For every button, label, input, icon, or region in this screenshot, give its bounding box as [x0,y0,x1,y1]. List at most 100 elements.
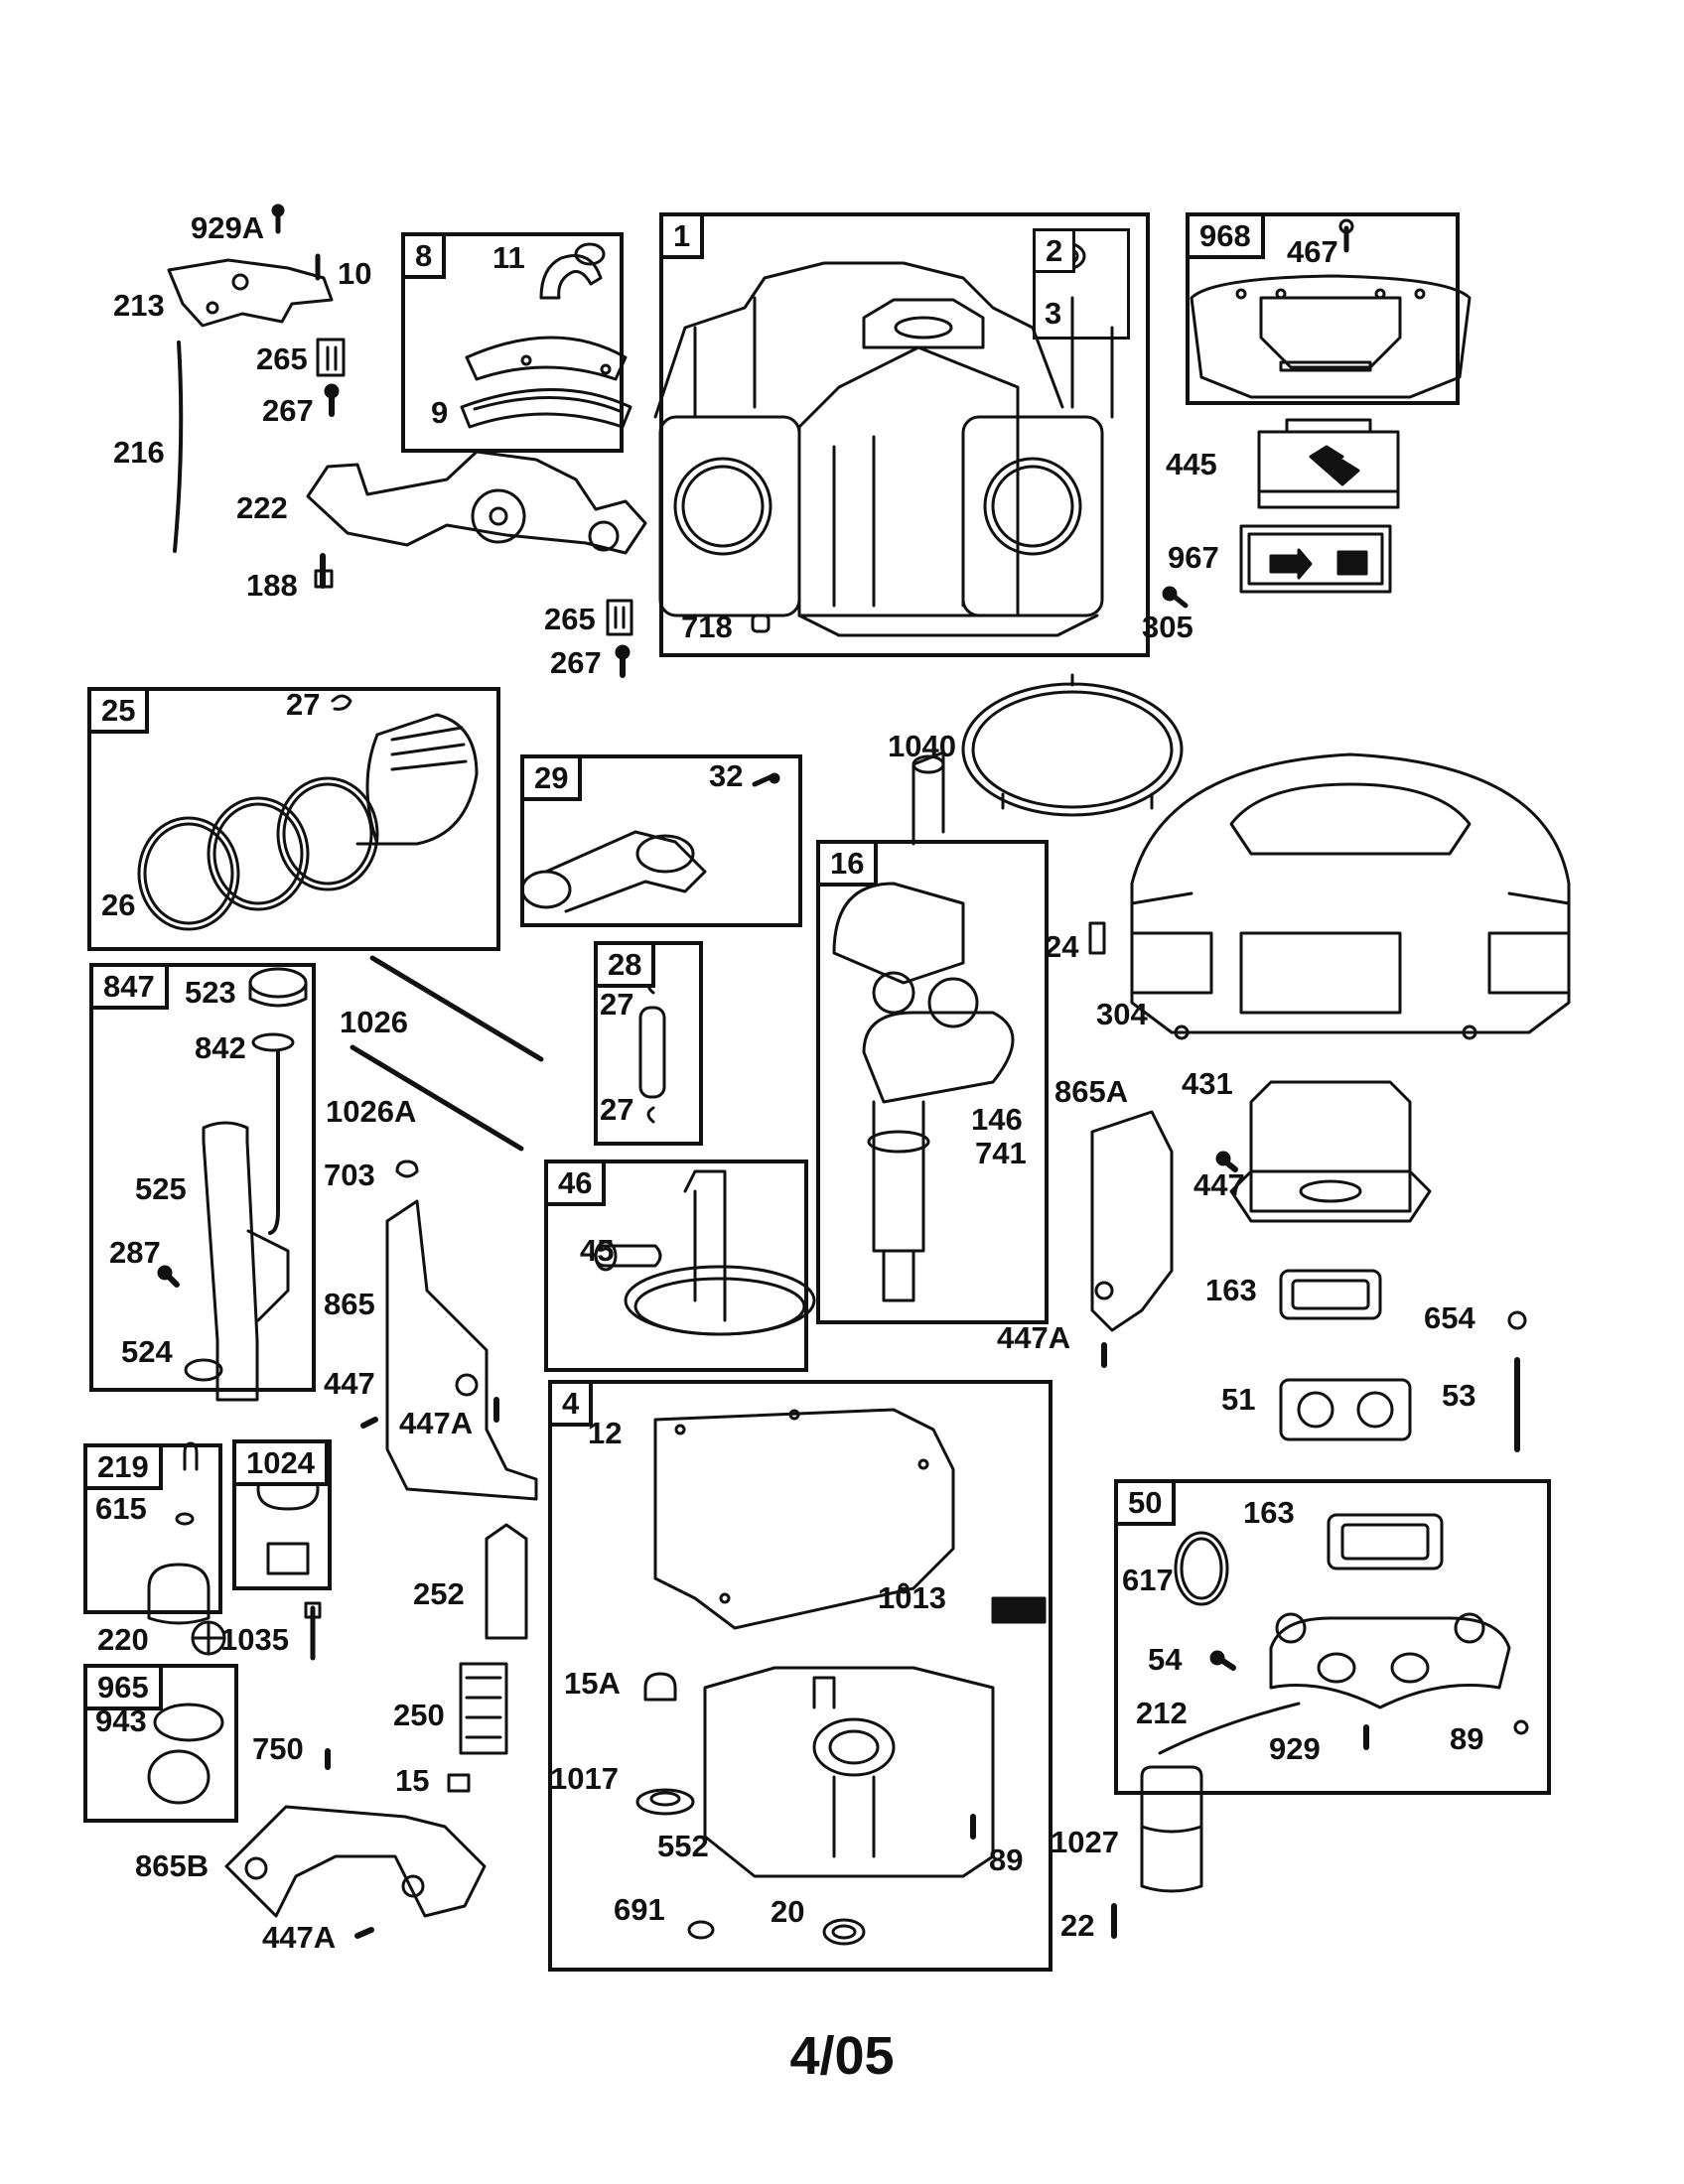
cylinder-baffle-drawing [360,1160,538,1501]
assembly-number: 50 [1118,1483,1177,1526]
callout-741: 741 [975,1136,1027,1170]
callout-447-b: 447 [1193,1167,1245,1202]
callout-163: 163 [1205,1273,1257,1307]
callout-222: 222 [236,490,288,525]
callout-523: 523 [185,975,236,1010]
callout-27-c: 27 [600,1092,634,1127]
callout-304: 304 [1096,997,1148,1031]
callout-22: 22 [1060,1908,1095,1943]
callout-1026A: 1026A [326,1094,417,1129]
callout-89-b: 89 [1450,1721,1484,1756]
piston-rings-drawing [137,694,479,931]
assembly-box-25: 25 [87,687,500,951]
governor-control-bracket-drawing [306,450,647,589]
callout-447: 447 [324,1366,375,1401]
crankcase-cover-drawing [635,1408,1047,1946]
callout-89: 89 [989,1843,1024,1877]
blower-housing-drawing [1130,752,1571,1040]
callout-146: 146 [971,1102,1023,1137]
callout-51: 51 [1221,1382,1256,1417]
callout-615: 615 [95,1491,147,1526]
callout-750: 750 [252,1731,304,1766]
oil-filter-drawing [1111,1765,1203,1939]
intake-manifold-drawing [1158,1513,1529,1755]
assembly-box-1: 1 [659,212,1150,657]
page-footer-date: 4/05 [789,2026,895,2086]
lower-baffle-drawing [224,1805,487,1939]
assembly-box-219: 219 [83,1443,222,1614]
assembly-number: 46 [548,1163,607,1206]
air-cleaner-cover-drawing [1190,218,1472,399]
air-filter-drawing [1162,418,1400,609]
assembly-box-847: 847 [89,963,316,1392]
assembly-box-16: 16 [816,840,1049,1324]
callout-26: 26 [101,887,136,922]
assembly-box-50: 50 [1114,1479,1551,1795]
assembly-box-28: 28 [594,941,703,1146]
callout-163-b: 163 [1243,1495,1295,1530]
callout-524: 524 [121,1334,173,1369]
right-baffle-drawing [1090,1110,1174,1368]
assembly-number: 965 [87,1668,163,1710]
callout-45: 45 [580,1233,615,1268]
callout-305: 305 [1142,610,1193,644]
small-fastener-drawings [316,338,633,678]
crankshaft-drawing [832,751,1015,1302]
callout-1040: 1040 [888,729,956,763]
callout-865A: 865A [1054,1074,1129,1109]
callout-703: 703 [324,1158,375,1192]
assembly-number: 968 [1190,216,1265,259]
callout-865B: 865B [135,1848,210,1883]
filter-screen-drawing [325,1523,528,1793]
assembly-box-46: 46 [544,1160,808,1372]
assembly-number: 847 [93,967,169,1010]
callout-287: 287 [109,1235,161,1270]
callout-267-b: 267 [550,645,602,680]
callout-943: 943 [95,1704,147,1738]
callout-431: 431 [1182,1066,1233,1101]
callout-617: 617 [1122,1563,1174,1597]
callout-467: 467 [1287,234,1338,269]
callout-967: 967 [1168,540,1219,575]
assembly-number: 8 [405,236,447,279]
callout-11: 11 [492,240,525,275]
callout-213: 213 [113,288,165,323]
breather-drawing [460,242,632,429]
callout-447A: 447A [399,1406,474,1440]
callout-3: 3 [1045,296,1062,331]
callout-188: 188 [246,568,298,603]
callout-9: 9 [431,395,449,430]
callout-691: 691 [614,1892,665,1927]
callout-552: 552 [657,1829,709,1863]
assembly-number: 1 [663,216,705,259]
callout-10: 10 [338,256,372,291]
callout-1035: 1035 [220,1622,289,1657]
assembly-box-965: 965 [83,1664,238,1823]
callout-865: 865 [324,1287,375,1321]
assembly-box-4: 4 [548,1380,1052,1972]
callout-445: 445 [1166,447,1217,481]
callout-252: 252 [413,1576,465,1611]
assembly-box-2: 2 [1033,228,1130,340]
blower-housing-gasket-drawing [961,673,1184,817]
assembly-number: 219 [87,1447,163,1490]
callout-250: 250 [393,1698,445,1732]
callout-842: 842 [195,1030,246,1065]
callout-15A: 15A [564,1666,621,1701]
assembly-number: 1024 [236,1443,329,1486]
callout-27: 27 [286,687,321,722]
governor-bracket-drawing [167,204,334,553]
key-24-drawing [1088,921,1106,955]
callout-929: 929 [1269,1731,1321,1766]
callout-220: 220 [97,1622,149,1657]
callout-929A: 929A [191,210,265,245]
assembly-number: 25 [91,691,150,734]
assembly-number: 29 [524,758,583,801]
intake-gaskets-drawing [1279,1269,1527,1452]
callout-216: 216 [113,435,165,470]
callout-447A-b: 447A [997,1320,1071,1355]
pushrods-drawing [350,955,544,1152]
callout-525: 525 [135,1171,187,1206]
assembly-box-29: 29 [520,754,802,927]
